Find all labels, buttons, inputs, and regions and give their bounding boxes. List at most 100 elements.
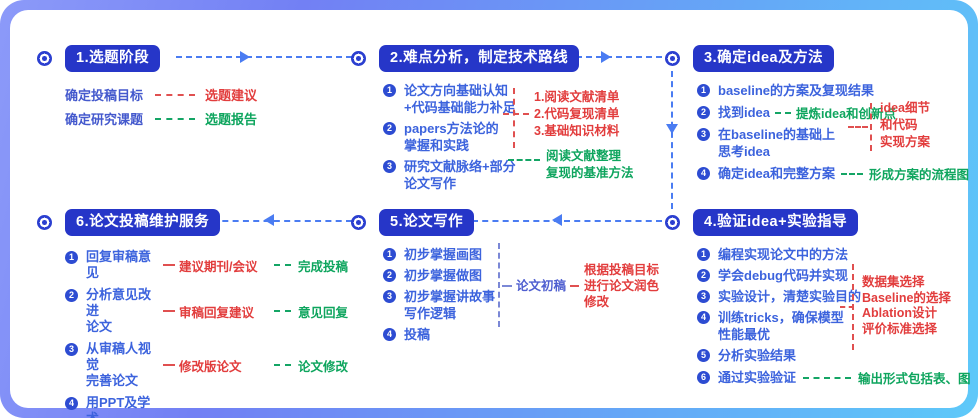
stage-6-title: 6.论文投稿维护服务 [65,209,221,236]
item-text: 初步掌握画图 [404,247,483,262]
item-text: 在baseline的基础上 思考idea [718,127,836,159]
number-bullet-icon: 4 [697,311,710,324]
dashed-line [274,364,291,366]
list-item: 2 papers方法论的 掌握和实践 [383,120,666,154]
list-item: 3 在baseline的基础上 思考idea [697,126,970,160]
list-item: 4 投稿 [383,326,662,343]
group-bracket-line [513,88,515,148]
number-bullet-icon: 5 [697,349,710,362]
group-bracket-line [498,243,500,327]
task-label: 确定投稿目标 [65,88,144,103]
stage-5-title: 5.论文写作 [379,209,475,236]
green-deliverable: 意见回复 [297,305,348,320]
item-text: 训练tricks，确保模型 性能最优 [718,310,844,342]
number-bullet-icon: 1 [383,248,396,261]
stage-6-rows: 1 回复审稿意见 建议期刊/会议 完成投稿 2 分析意见改进 论文 审稿回复建议 [65,249,348,418]
red-deliverables: 根据投稿目标 进行论文润色 修改 [584,263,660,309]
item-text: papers方法论的 掌握和实践 [404,121,499,153]
arrow-left-icon [552,214,562,226]
item-text: 找到idea [718,105,771,120]
stage-5: 5.论文写作 1 初步掌握画图 2 初步掌握做图 3 初步掌握讲故事 写作逻辑 … [346,209,662,347]
dashed-line [163,264,175,266]
task-label-group: 2 分析意见改进 论文 [65,287,161,335]
list-item: 3 研究文献脉络+部分 论文写作 [383,158,666,192]
number-bullet-icon: 2 [65,289,78,302]
number-bullet-icon: 2 [383,269,396,282]
stage-4-title: 4.验证idea+实验指导 [693,209,859,236]
stage-2: 2.难点分析，制定技术路线 1 论文方向基础认知 +代码基础能力补足 2 pap… [346,45,666,196]
deliverable-label: 选题报告 [205,112,258,127]
list-item: 4 训练tricks，确保模型 性能最优 [697,309,972,343]
stage-1-header: 1.选题阶段 [32,45,332,72]
arrow-right-icon [601,51,611,63]
stage-2-title: 2.难点分析，制定技术路线 [379,45,580,72]
stage-3-items: 1 baseline的方案及复现结果 2 找到idea 提炼idea和创新点 3… [697,82,970,183]
item-text: 实验设计，清楚实验目的 [718,289,862,304]
stage-3-header: 3.确定idea及方法 [660,45,970,72]
stage-6-header: 6.论文投稿维护服务 [32,209,348,236]
list-item: 3 初步掌握讲故事 写作逻辑 [383,288,662,322]
item-text: 确定idea和完整方案 [718,166,836,181]
red-deliverable: 修改版论文 [179,359,242,374]
dashed-line [840,306,854,308]
stage-node-icon [351,51,366,66]
stage-2-header: 2.难点分析，制定技术路线 [346,45,666,72]
dashed-line [155,93,195,96]
deliverable-label: 选题建议 [205,88,258,103]
green-deliverable: 阅读文献整理 复现的基准方法 [546,149,634,180]
number-bullet-icon: 3 [383,160,396,173]
dashed-line [508,159,540,161]
green-deliverable: 论文修改 [297,359,348,374]
stage-1: 1.选题阶段 确定投稿目标 选题建议 确定研究课题 选题报告 [32,45,332,133]
stage-2-items: 1 论文方向基础认知 +代码基础能力补足 2 papers方法论的 掌握和实践 … [383,82,666,192]
list-item: 2 初步掌握做图 [383,267,662,284]
arrow-left-icon [264,214,274,226]
number-bullet-icon: 1 [65,251,78,264]
stage-node-icon [351,215,366,230]
stage-4-header: 4.验证idea+实验指导 [660,209,972,236]
dashed-line [503,113,529,115]
number-bullet-icon: 3 [383,290,396,303]
green-deliverable: 完成投稿 [297,259,348,274]
red-deliverables: 1.阅读文献清单 2.代码复现清单 3.基础知识材料 [534,90,620,138]
list-item: 确定投稿目标 选题建议 [65,85,332,104]
item-text: baseline的方案及复现结果 [718,83,875,98]
stage-node-icon [37,51,52,66]
green-deliverable: 输出形式包括表、图 [858,372,971,386]
stage-1-title: 1.选题阶段 [65,45,161,72]
arrow-right-icon [240,51,250,63]
dashed-line [163,310,175,312]
stage-5-header: 5.论文写作 [346,209,662,236]
list-item: 1 baseline的方案及复现结果 [697,82,970,99]
green-deliverable: 形成方案的流程图 [869,168,970,182]
dashed-line [163,364,175,366]
task-label-group: 4 用PPT及学术 海报讲解论文 [65,395,161,418]
dashed-line [803,376,852,379]
number-bullet-icon: 4 [65,397,78,410]
list-item: 6 通过实验验证 输出形式包括表、图 [697,368,972,387]
item-text: 初步掌握做图 [404,268,483,283]
task-label: 回复审稿意见 [86,249,152,280]
dashed-line [502,285,512,287]
red-deliverable: 建议期刊/会议 [179,259,258,274]
list-item: 4 用PPT及学术 海报讲解论文 海报制作建议 海报制作 [65,395,348,418]
item-text: 分析实验结果 [718,348,797,363]
connector-stage4-stage5 [472,220,662,222]
number-bullet-icon: 4 [383,328,396,341]
stage-node-icon [665,215,680,230]
draft-label: 论文初稿 [516,279,567,293]
list-item: 2 学会debug代码并实现 [697,267,972,284]
number-bullet-icon: 1 [383,84,396,97]
item-text: 学会debug代码并实现 [718,268,848,283]
item-text: 通过实验验证 [718,370,797,385]
stage-4-items: 1 编程实现论文中的方法 2 学会debug代码并实现 3 实验设计，清楚实验目… [697,246,972,387]
list-item: 1 论文方向基础认知 +代码基础能力补足 [383,82,666,116]
list-item: 3 实验设计，清楚实验目的 [697,288,972,305]
dashed-line [841,172,864,175]
item-text: 投稿 [404,327,431,342]
stage-3-title: 3.确定idea及方法 [693,45,835,72]
stage-3: 3.确定idea及方法 1 baseline的方案及复现结果 2 找到idea … [660,45,970,187]
list-item: 4 确定idea和完整方案 形成方案的流程图 [697,164,970,183]
dashed-line [775,111,792,114]
